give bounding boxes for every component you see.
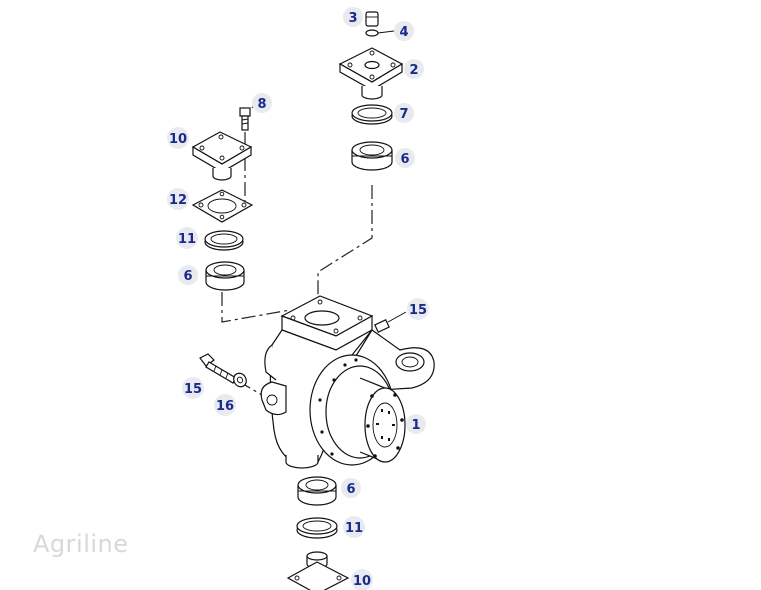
- callout-12: 12: [167, 188, 189, 210]
- part-6-bearing-left: [205, 261, 245, 291]
- callout-2: 2: [404, 59, 424, 79]
- callout-4: 4: [394, 21, 414, 41]
- callout-15-left-text: 15: [184, 382, 202, 397]
- part-16-washer: [233, 372, 247, 388]
- part-11-seal-ring-upper: [204, 230, 244, 251]
- callout-10-lower-text: 10: [353, 574, 371, 589]
- callout-6-upper-right: 6: [395, 148, 415, 168]
- part-10-cap-upper-left: [191, 131, 253, 181]
- callout-15-right-text: 15: [409, 303, 427, 318]
- callout-7-text: 7: [399, 107, 408, 122]
- callout-10-upper-text: 10: [169, 132, 187, 147]
- callout-7: 7: [394, 103, 414, 123]
- callout-11-lower-text: 11: [345, 521, 363, 536]
- callout-12-text: 12: [169, 193, 187, 208]
- callout-10-upper: 10: [167, 127, 189, 149]
- part-15-grease-nipple-right: [374, 311, 407, 333]
- part-2-top-cap: [338, 47, 404, 100]
- callout-8: 8: [252, 93, 272, 113]
- callout-11-upper: 11: [176, 227, 198, 249]
- callout-15-right: 15: [407, 298, 429, 320]
- callout-3-text: 3: [348, 11, 357, 26]
- callout-11-lower: 11: [343, 516, 365, 538]
- callout-6-lower-text: 6: [346, 482, 355, 497]
- callout-10-lower: 10: [351, 569, 373, 590]
- part-10-cap-lower: [286, 551, 350, 590]
- callout-6-upper-right-text: 6: [400, 152, 409, 167]
- part-7-seal-ring: [351, 104, 393, 125]
- part-11-seal-ring-lower: [296, 517, 338, 539]
- callout-2-text: 2: [409, 63, 418, 78]
- callout-3: 3: [343, 7, 363, 27]
- callout-15-left: 15: [182, 377, 204, 399]
- watermark-text: Agriline: [33, 530, 129, 558]
- callout-6-lower: 6: [341, 478, 361, 498]
- callout-1-text: 1: [411, 418, 420, 433]
- callout-6-left: 6: [178, 265, 198, 285]
- part-6-bearing-upper-right: [351, 141, 393, 171]
- callout-labels: 3 4 2 7 6 8 10 12 11 6 15 15 16 1 6 11 1…: [167, 7, 429, 590]
- part-1-knuckle-housing: [260, 295, 435, 469]
- part-15-bolt-left: [199, 353, 263, 396]
- callout-11-upper-text: 11: [178, 232, 196, 247]
- callout-16: 16: [214, 394, 236, 416]
- callout-8-text: 8: [257, 97, 266, 112]
- part-3-screw-plug: [365, 11, 379, 27]
- part-12-gasket: [191, 189, 254, 223]
- callout-16-text: 16: [216, 399, 234, 414]
- part-6-bearing-lower: [297, 476, 337, 506]
- callout-6-left-text: 6: [183, 269, 192, 284]
- assembly-axis-lines: [221, 185, 373, 323]
- callout-1: 1: [406, 414, 426, 434]
- part-4-o-ring: [365, 29, 395, 37]
- callout-4-text: 4: [399, 25, 408, 40]
